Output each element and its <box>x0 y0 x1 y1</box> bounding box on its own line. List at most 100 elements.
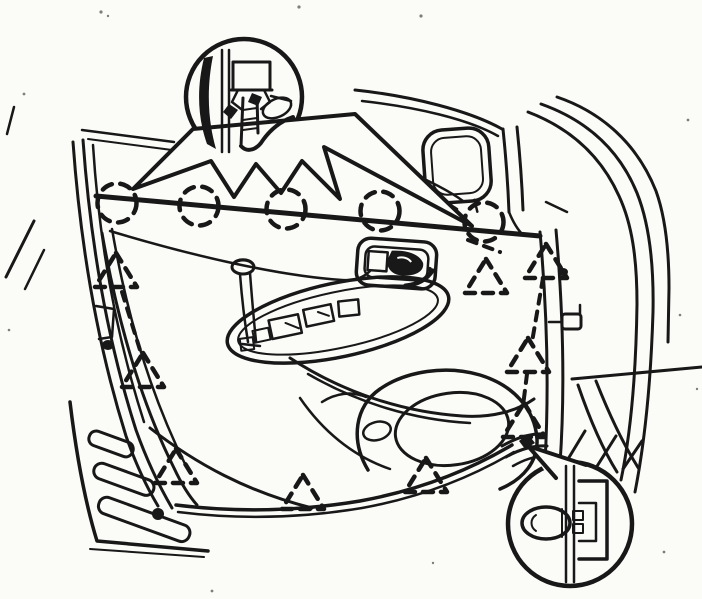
speck <box>7 328 11 332</box>
knob-base <box>240 342 262 348</box>
switch-panel-inner <box>237 284 439 356</box>
panel-flange-section <box>199 56 216 149</box>
clip-position-triangle <box>152 446 200 486</box>
window-frame-rail <box>353 88 504 131</box>
pocket-inner-curve <box>298 396 392 471</box>
switch-detail-line <box>284 311 330 330</box>
door-bracket-inner <box>577 501 598 543</box>
knob-cap-top <box>231 258 255 266</box>
speck <box>297 5 301 9</box>
a-pillar-line <box>555 95 671 344</box>
hidden-edge-dashes <box>120 238 545 408</box>
armrest-contour <box>288 356 536 418</box>
mirror-glass <box>430 135 485 196</box>
window-frame-post <box>501 127 511 214</box>
callout-clip-cross-section <box>131 36 474 228</box>
latch-line <box>547 303 582 324</box>
speck <box>686 118 690 122</box>
window-switch <box>267 312 304 341</box>
speck <box>695 387 699 391</box>
clip-position-triangle <box>522 241 570 281</box>
latch-striker <box>560 312 583 331</box>
door-bottom-edge <box>89 548 205 558</box>
clip-head-inner <box>530 514 537 532</box>
trim-front-edge <box>100 231 199 507</box>
clip-position-circle <box>462 200 506 244</box>
switch-panel-outline <box>225 275 451 365</box>
pocket-bump <box>320 392 368 404</box>
pocket-latch <box>362 420 392 442</box>
speck <box>106 14 110 18</box>
knob-stem <box>248 271 258 343</box>
paper-specks <box>7 5 699 593</box>
trim-bottom-edge <box>174 443 514 512</box>
clip-position-circle <box>358 189 402 233</box>
window-switch <box>336 298 361 318</box>
speck <box>678 313 682 317</box>
callout-clip-side-view <box>505 429 644 589</box>
magnifier-tail <box>526 444 588 480</box>
door-lock-knob <box>230 258 262 348</box>
a-pillar-line <box>539 102 655 494</box>
clip-body-part <box>572 510 584 521</box>
clip-circle-markers <box>95 181 506 244</box>
clip-body-part <box>572 523 584 534</box>
door-bottom-corner <box>68 400 210 553</box>
hidden-edge-dash <box>466 238 502 254</box>
mirror-housing <box>421 126 493 205</box>
sill-diagonal-edge <box>148 426 314 510</box>
clip-position-circle <box>264 187 308 231</box>
handle-recess <box>363 245 430 282</box>
sill-plug <box>152 508 164 520</box>
rocker-diagonal <box>576 383 619 474</box>
hinge-bracket <box>94 304 116 341</box>
clip-position-triangle <box>279 472 327 512</box>
clip-position-triangle <box>402 455 450 495</box>
speaker-area <box>320 368 539 491</box>
body-stray-line <box>23 248 46 291</box>
clip-ribs <box>242 107 259 131</box>
clip-side-view-drawing <box>520 464 609 584</box>
pillar-tick <box>544 200 569 214</box>
clip-cross-section-drawing <box>199 48 295 154</box>
door-metal-section <box>239 115 295 152</box>
grommet-tick <box>269 94 293 103</box>
window-switch <box>301 302 336 328</box>
trim-bottom-edge <box>176 450 516 519</box>
clip-triangle-markers <box>92 241 570 512</box>
speck <box>431 561 435 565</box>
speck <box>210 589 214 593</box>
body-stray-line <box>4 219 36 279</box>
handle-lever <box>387 250 424 276</box>
trim-board-section <box>220 48 231 154</box>
clip-barb <box>230 88 243 111</box>
speck <box>22 92 26 96</box>
clip-position-triangle <box>92 250 140 290</box>
window-switch <box>251 326 272 344</box>
speck <box>99 10 103 14</box>
clip-position-circle <box>95 181 139 225</box>
clip-head-side <box>520 505 572 541</box>
clip-position-triangle <box>462 256 510 296</box>
hidden-edge-dash <box>120 290 142 352</box>
door-bracket-section <box>577 479 609 561</box>
clip-shadow <box>223 104 238 119</box>
window-frame-front-line <box>80 128 176 144</box>
magnifier-burst-pointer <box>131 112 474 228</box>
belt-line <box>93 193 543 239</box>
handle-shadow <box>403 268 435 288</box>
speaker-inner <box>393 390 511 468</box>
hinge-bolt <box>102 340 114 350</box>
handle-bezel <box>354 236 439 291</box>
window-frame-post <box>515 125 525 212</box>
clip-position-triangle <box>119 350 167 390</box>
sill-vent-slots <box>87 429 192 544</box>
window-frame-rail <box>360 99 500 138</box>
window-frame-front-line <box>87 138 173 151</box>
inner-door-handle <box>354 236 439 291</box>
sill-slot <box>96 495 192 544</box>
speck <box>419 14 423 18</box>
rocker-diagonal <box>594 379 641 471</box>
